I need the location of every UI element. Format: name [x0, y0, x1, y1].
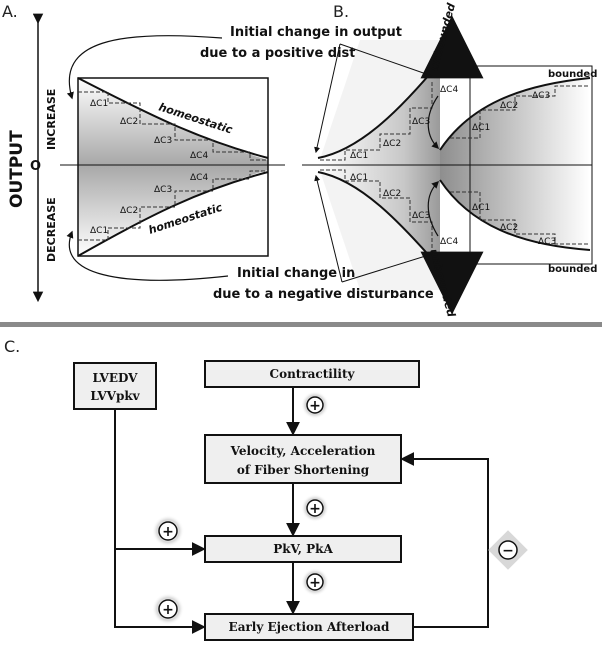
line-negative-to-b-unbounded [341, 253, 433, 283]
delta-c1-a-bottom: ΔC1 [90, 226, 108, 236]
arrow-feedback-afterload-to-velocity [400, 452, 489, 628]
minus-sign: − [502, 543, 514, 559]
homeostatic-curve-bottom [77, 171, 269, 257]
axis-label-output: OUTPUT [7, 130, 27, 208]
plus-badge-contractility: + [301, 391, 329, 419]
delta-c3-b-top: ΔC3 [412, 117, 430, 127]
delta-c2-b-top: ΔC2 [383, 139, 401, 149]
delta-c4-b-top: ΔC4 [440, 85, 458, 95]
panel-label-b: B. [333, 2, 349, 21]
staircase-bottom [78, 170, 268, 241]
staircase-unbounded-top [320, 80, 433, 161]
delta-c1-bounded-top: ΔC1 [472, 123, 490, 133]
staircase-bounded-top [450, 85, 590, 139]
label-bounded-top: bounded [548, 69, 597, 80]
bounded-curve-top [439, 77, 591, 151]
box-contractility-label: Contractility [270, 367, 356, 381]
panel-a-frame [77, 77, 269, 257]
delta-c2-bounded-bottom: ΔC2 [500, 223, 518, 233]
arrow-negative-to-a [66, 230, 229, 281]
delta-c4-b-bottom: ΔC4 [440, 237, 458, 247]
arrow-unbounded-to-bounded-top [427, 95, 440, 150]
panel-label-c: C. [4, 337, 20, 356]
box-lvedv-line1: LVEDV [93, 371, 139, 385]
box-afterload-label: Early Ejection Afterload [229, 620, 390, 634]
plus-badge-pkv: + [301, 568, 329, 596]
bounded-curve-bottom [439, 179, 591, 251]
delta-c1-b-bottom: ΔC1 [350, 173, 368, 183]
arrow-unbounded-to-bounded-bottom [427, 180, 440, 237]
staircase-unbounded-bottom [320, 169, 433, 250]
delta-c4-a-bottom: ΔC4 [190, 173, 208, 183]
delta-c1-b-top: ΔC1 [350, 151, 368, 161]
delta-c4-a-top: ΔC4 [190, 151, 208, 161]
delta-c3-bounded-top: ΔC3 [532, 91, 550, 101]
delta-c3-a-bottom: ΔC3 [154, 185, 172, 195]
axis-label-decrease: DECREASE [45, 197, 58, 262]
box-velocity: Velocity, Acceleration of Fiber Shorteni… [204, 434, 402, 484]
plus-sign: + [162, 602, 174, 618]
panel-b-plot [302, 15, 593, 315]
arrow-positive-to-b [314, 43, 341, 154]
delta-c3-bounded-bottom: ΔC3 [538, 237, 556, 247]
box-pkv: PkV, PkA [204, 535, 402, 563]
delta-c2-bounded-top: ΔC2 [500, 101, 518, 111]
delta-c2-b-bottom: ΔC2 [383, 189, 401, 199]
arrow-negative-to-b [314, 174, 343, 283]
axis-label-zero: O [30, 159, 41, 174]
box-velocity-line2: of Fiber Shortening [237, 463, 370, 477]
section-divider [0, 322, 602, 327]
panel-a-plot [60, 77, 285, 257]
box-velocity-line1: Velocity, Acceleration [230, 444, 376, 458]
box-afterload: Early Ejection Afterload [204, 613, 414, 641]
plus-badge-lvedv-afterload: + [152, 593, 184, 625]
delta-c3-b-bottom: ΔC3 [412, 211, 430, 221]
delta-c1-a-top: ΔC1 [90, 99, 108, 109]
homeostatic-curve-top [77, 77, 269, 159]
arrow-positive-to-a [66, 34, 223, 100]
delta-c1-bounded-bottom: ΔC1 [472, 203, 490, 213]
minus-badge-feedback: − [488, 530, 528, 570]
delta-c3-a-top: ΔC3 [154, 136, 172, 146]
axis-label-increase: INCREASE [45, 89, 58, 150]
plus-sign: + [309, 575, 321, 591]
label-bounded-bottom: bounded [548, 264, 597, 275]
plus-sign: + [309, 501, 321, 517]
plus-sign: + [309, 398, 321, 414]
annotation-negative-line2: due to a negative disturbance [213, 287, 434, 302]
annotation-positive-line1: Initial change in output [230, 25, 402, 40]
staircase-bounded-bottom [450, 191, 590, 245]
delta-c2-a-bottom: ΔC2 [120, 206, 138, 216]
box-lvedv-line2: LVVpkv [90, 389, 140, 403]
box-lvedv: LVEDV LVVpkv [73, 362, 157, 410]
plus-badge-lvedv-pkv: + [152, 515, 184, 547]
staircase-top [78, 91, 268, 161]
box-pkv-label: PkV, PkA [273, 542, 333, 556]
plus-badge-velocity: + [301, 494, 329, 522]
panel-label-a: A. [2, 2, 18, 21]
plus-sign: + [162, 524, 174, 540]
line-positive-to-b-unbounded [339, 43, 433, 77]
delta-c2-a-top: ΔC2 [120, 117, 138, 127]
box-contractility: Contractility [204, 360, 420, 388]
arrow-lvedv-to-afterload [114, 409, 206, 634]
